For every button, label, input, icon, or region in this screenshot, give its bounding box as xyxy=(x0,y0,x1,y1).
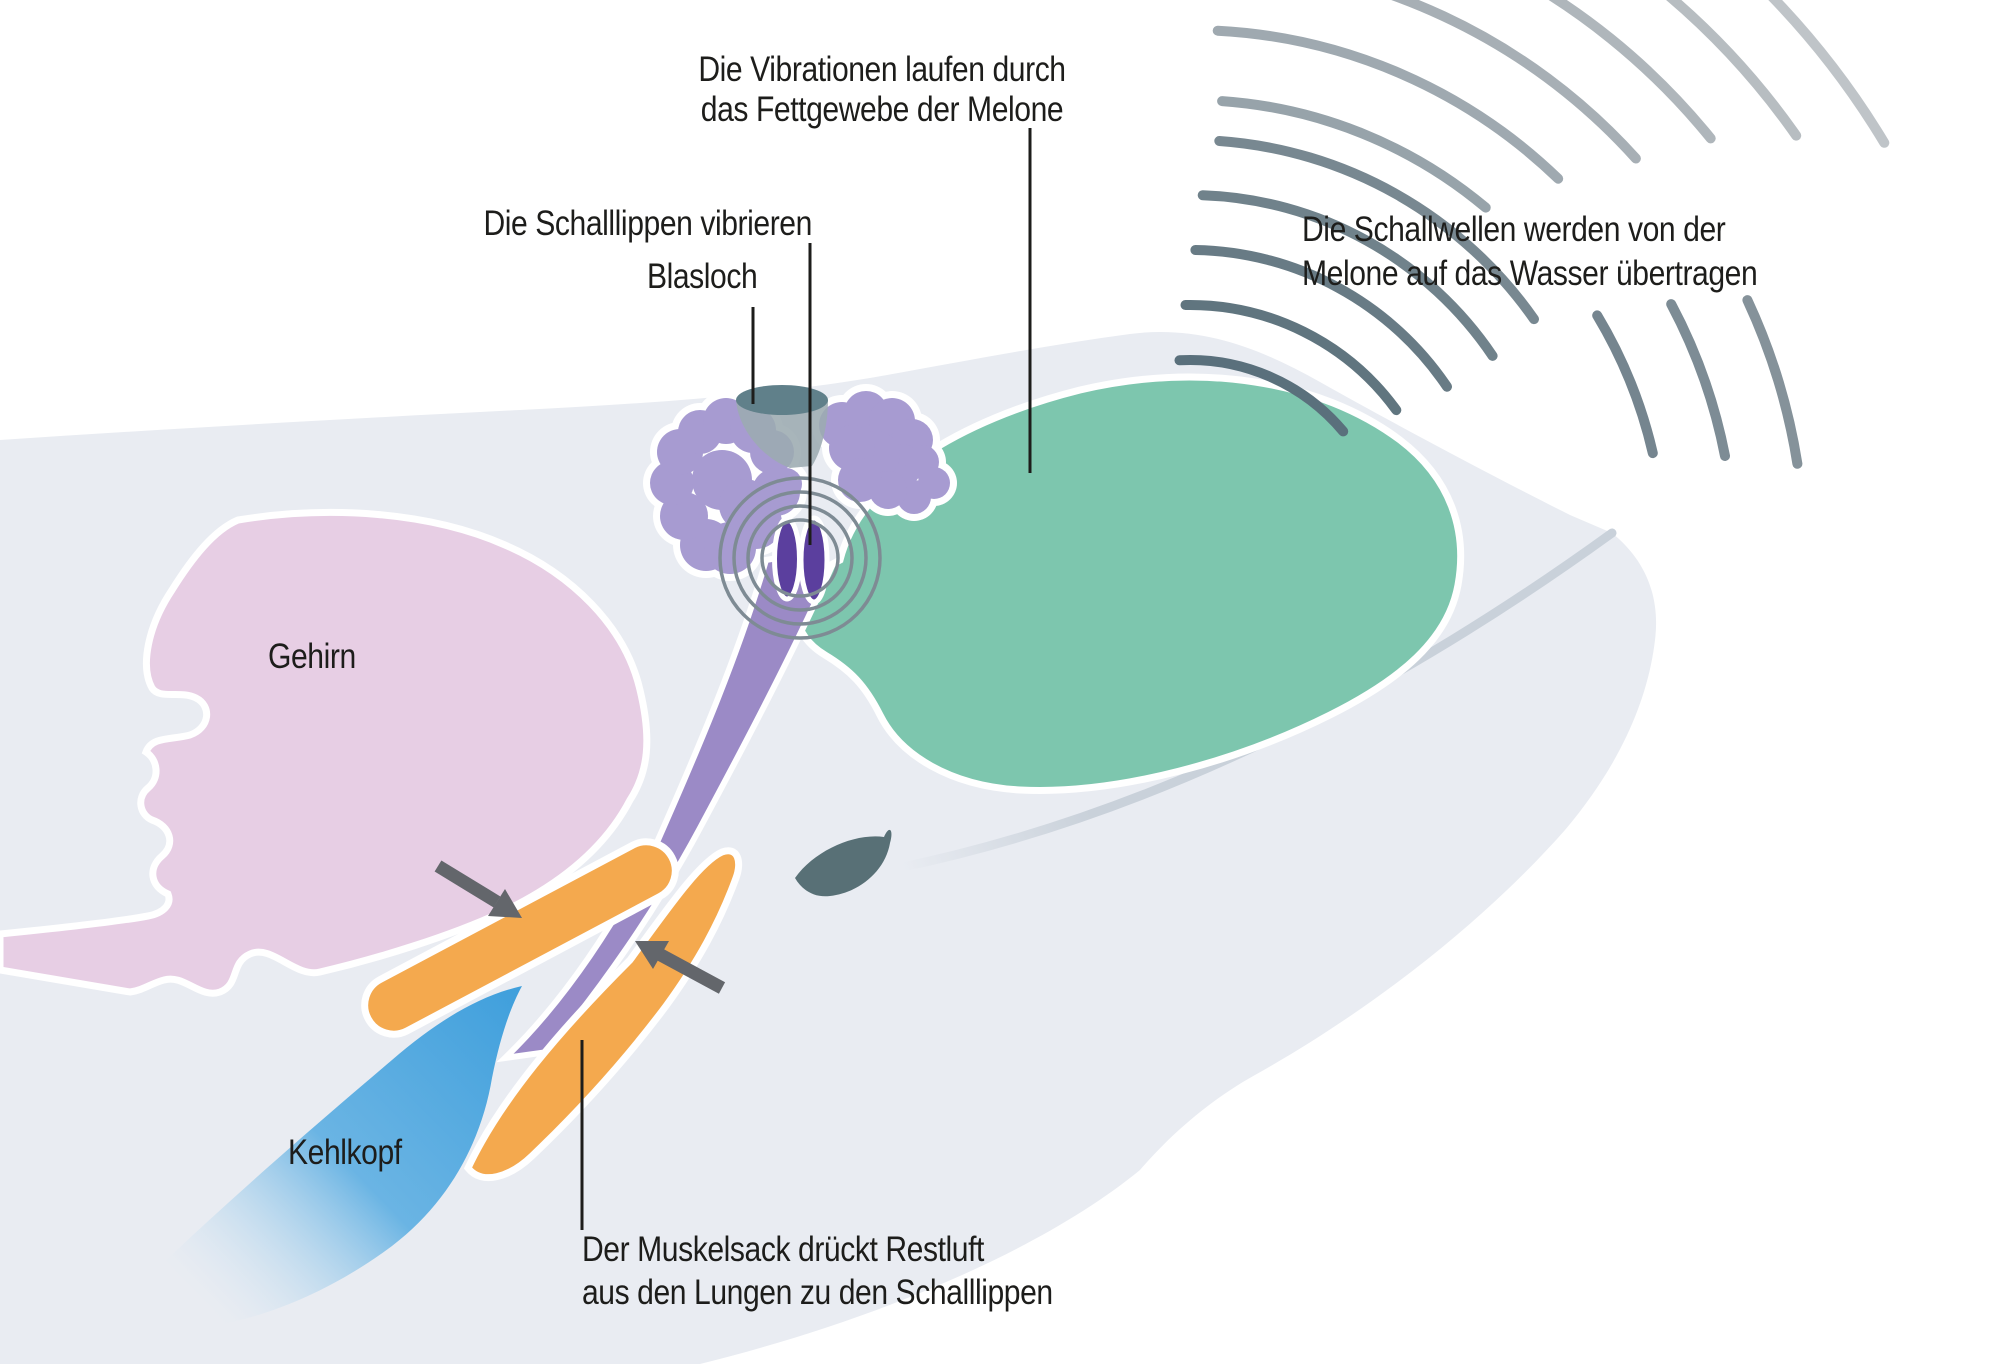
label-vibrations-line2: das Fettgewebe der Melone xyxy=(700,90,1064,129)
label-vibrations: Die Vibrationen laufen durch das Fettgew… xyxy=(698,50,1066,130)
sound-wave-arc xyxy=(1548,0,1716,144)
sound-wave-arcs xyxy=(1174,0,1890,469)
vibration-rings xyxy=(718,476,882,640)
sound-wave-arc xyxy=(1390,0,1641,164)
sound-wave-arc xyxy=(1197,190,1498,361)
sound-wave-arc xyxy=(1174,355,1349,437)
sound-wave-arc xyxy=(1742,295,1803,469)
sound-wave-arc xyxy=(1180,299,1402,416)
sound-wave-arc xyxy=(1214,136,1539,325)
label-muscle-sac: Der Muskelsack drückt Restluft aus den L… xyxy=(582,1228,1053,1314)
label-sound-waves: Die Schallwellen werden von der Melone a… xyxy=(1302,208,1758,296)
eye-shape xyxy=(795,829,892,897)
sound-wave-arc xyxy=(1217,96,1491,213)
melon-shape xyxy=(792,373,1465,794)
blowhole-rim xyxy=(736,385,828,415)
label-muscle-sac-line2: aus den Lungen zu den Schalllippen xyxy=(582,1273,1053,1312)
label-sound-waves-line1: Die Schallwellen werden von der xyxy=(1302,210,1726,249)
blowhole-funnel xyxy=(736,400,828,468)
arrow-up-left-icon xyxy=(635,941,726,994)
label-vibrations-line1: Die Vibrationen laufen durch xyxy=(698,50,1066,89)
sound-wave-arc xyxy=(1592,310,1658,459)
larynx-shape xyxy=(148,986,522,1332)
label-brain: Gehirn xyxy=(268,637,356,676)
label-muscle-sac-line1: Der Muskelsack drückt Restluft xyxy=(582,1230,984,1269)
label-sound-lips: Die Schalllippen vibrieren xyxy=(483,204,813,243)
sound-wave-arc xyxy=(1190,245,1452,392)
label-sound-waves-line2: Melone auf das Wasser übertragen xyxy=(1302,254,1758,293)
air-pressure-arrows xyxy=(434,860,726,994)
muscle-sac-lower-band xyxy=(463,847,743,1182)
sound-wave-arc xyxy=(1212,25,1564,184)
sound-lips xyxy=(772,515,830,605)
brain-shape xyxy=(0,509,651,997)
label-blowhole: Blasloch xyxy=(646,257,758,296)
arrow-down-right-icon xyxy=(434,860,522,918)
sound-wave-arc xyxy=(1665,0,1802,141)
leader-lines xyxy=(580,128,1032,1230)
sound-wave-arc xyxy=(1768,0,1890,148)
label-larynx: Kehlkopf xyxy=(288,1133,402,1172)
sound-wave-arc xyxy=(1666,299,1730,461)
